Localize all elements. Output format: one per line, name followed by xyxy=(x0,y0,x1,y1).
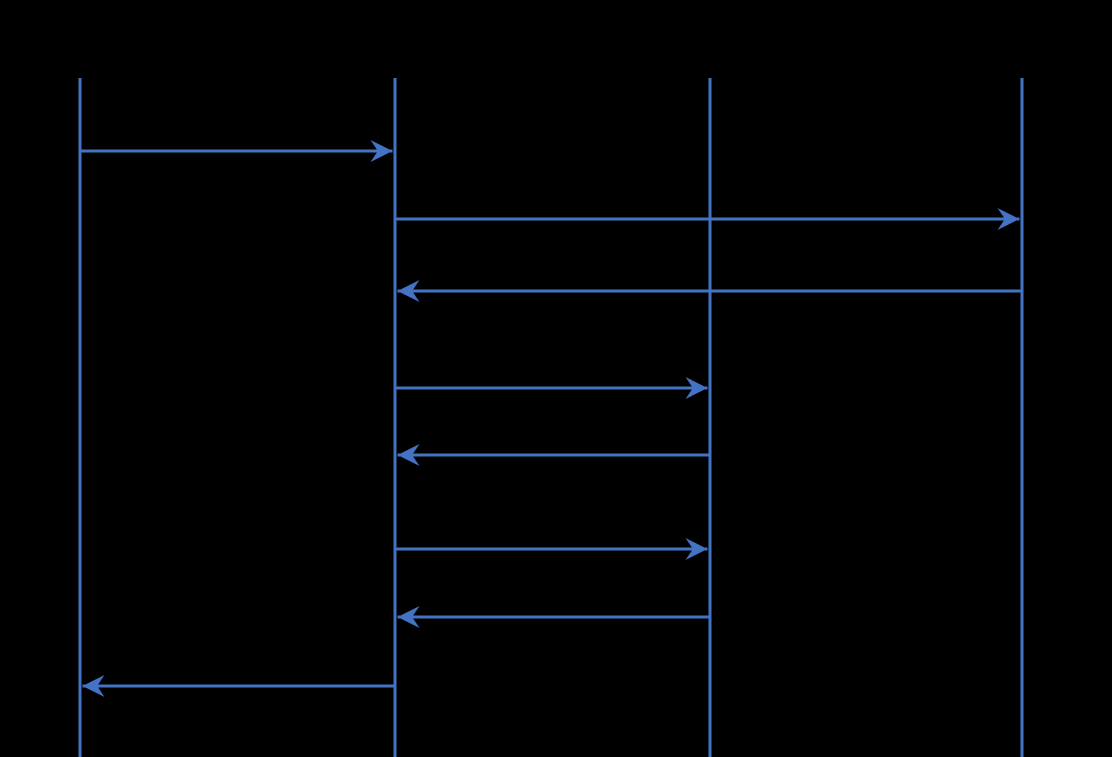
sequence-diagram-canvas xyxy=(78,78,1024,757)
sequence-diagram xyxy=(78,78,1024,757)
